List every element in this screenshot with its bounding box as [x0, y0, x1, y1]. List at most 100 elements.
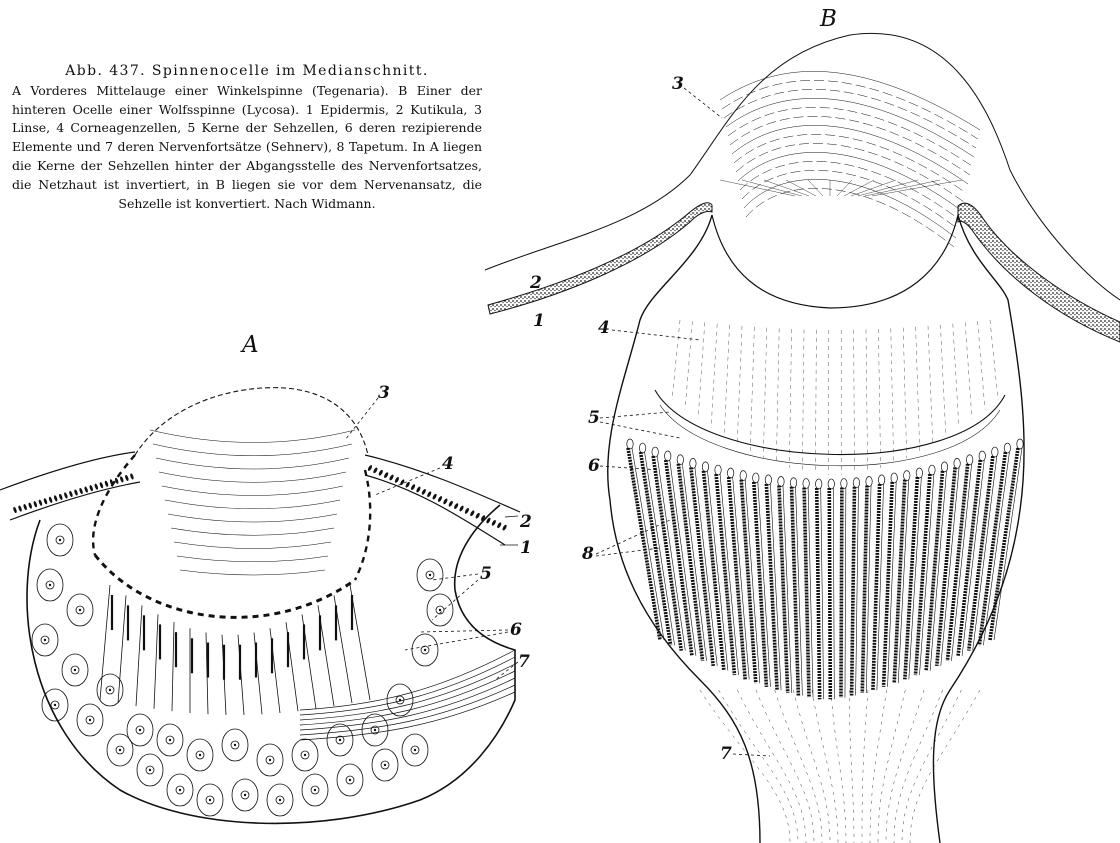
panel-b-corneagen-fibre — [916, 327, 920, 451]
panel-b-tapetum-line — [821, 488, 824, 699]
panel-b-sensory-nucleus — [828, 479, 834, 489]
panel-b-corneagen-fibre — [750, 327, 754, 451]
panel-b-lens-layer — [734, 134, 966, 193]
panel-b-receptor-rod — [678, 464, 702, 661]
panel-b-label-epidermis: 1 — [533, 313, 545, 330]
panel-b-lens-layer — [726, 98, 974, 157]
panel-b-sensory-nucleus — [929, 465, 935, 475]
panel-b-sensory-nucleus — [790, 478, 796, 488]
panel-b-corneagen-fibre — [698, 322, 705, 418]
panel-b-nerve-fibre — [775, 690, 822, 843]
panel-b-nerve-fibre — [910, 690, 980, 843]
panel-b-nerve-fibre — [862, 690, 868, 843]
panel-b-receptor-rod — [792, 487, 799, 696]
panel-b-corneagen-fibre — [672, 320, 680, 400]
panel-b-corneagen-fibre — [965, 322, 972, 418]
panel-b-receptor-rod — [862, 486, 867, 693]
panel-b-leader-7 — [733, 754, 770, 756]
panel-a-label-lens: 3 — [378, 385, 390, 402]
panel-b-sensory-nucleus — [627, 439, 633, 449]
panel-b-sensory-nucleus — [816, 479, 822, 489]
panel-b-label-nerve: 7 — [720, 746, 732, 763]
panel-a-label-cuticula: 2 — [520, 514, 532, 531]
panel-b-sensory-nucleus — [778, 477, 784, 487]
panel-b-sensory-nucleus — [1017, 439, 1023, 449]
panel-b-corneagen-fibre — [776, 328, 779, 463]
panel-b-nerve-fibre — [737, 690, 806, 843]
panel-b-label-tapetum: 8 — [582, 546, 594, 563]
panel-b-tapetum-line — [833, 488, 834, 699]
panel-b-sensory-nucleus — [916, 468, 922, 478]
panel-b-lens-fibre — [872, 180, 962, 196]
panel-b-tapetum-line — [845, 488, 846, 698]
panel-b-receptor-rod — [829, 488, 830, 699]
panel-b-receptor-rod — [905, 477, 918, 679]
panel-b-corneagen-fibre — [878, 329, 880, 468]
panel-b-sensory-nucleus — [992, 447, 998, 457]
panel-b-tapetum-line — [745, 480, 760, 684]
panel-b-sensory-nucleus — [639, 443, 645, 453]
panel-b-corneagen-fibre — [815, 330, 816, 474]
panel-b-lens-fibre — [764, 180, 809, 196]
panel-b-corneagen-fibre — [685, 321, 692, 409]
panel-b-receptor-rod — [873, 484, 880, 690]
panel-a-letter: A — [242, 332, 259, 358]
panel-b-leader-5a — [600, 412, 670, 418]
panel-b-leader-3 — [684, 88, 722, 118]
panel-b-receptor-rod — [817, 488, 820, 699]
panel-b-corneagen-fibre — [940, 325, 945, 436]
panel-b-nerve-fibre — [812, 690, 838, 843]
panel-b-letter: B — [820, 6, 837, 32]
panel-b-tapetum-line — [856, 487, 859, 696]
panel-b-sensory-nucleus — [841, 479, 847, 489]
panel-b-sensory-nucleus — [891, 473, 897, 483]
panel-b-leader-8b — [596, 548, 660, 556]
panel-b-nerve-fibre — [700, 690, 790, 843]
panel-b-sensory-nucleus — [1004, 443, 1010, 453]
panel-b-tapetum-line — [983, 452, 1009, 645]
panel-b-lens-layer — [742, 170, 958, 229]
panel-b-nerve-fibre — [831, 690, 846, 843]
panel-a-label-nuclei: 5 — [480, 566, 492, 583]
panel-b-lens-fibre — [844, 180, 874, 196]
panel-b-tapetum-line — [682, 464, 706, 661]
panel-b-corneagen-fibre — [953, 324, 959, 428]
panel-b-cuticle-right — [958, 203, 1120, 342]
panel-b-nerve-fibre — [756, 690, 814, 843]
panel-b-lens-layer — [720, 71, 980, 130]
panel-b-lens-layer — [740, 161, 960, 220]
panel-b-label-cuticula: 2 — [530, 275, 542, 292]
panel-a-label-corneagen: 4 — [442, 456, 454, 473]
panel-b-lens-layer — [746, 188, 954, 247]
panel-b-sensory-nucleus — [803, 479, 809, 489]
panel-b-lens-layer — [744, 179, 956, 238]
panel-b-lens-fibre — [786, 180, 816, 196]
panel-b-outer-surface — [485, 33, 1120, 300]
panel-b-sensory-nucleus — [665, 451, 671, 461]
panel-b-lens-fibre — [720, 180, 795, 196]
panel-b-nerve-fibre — [878, 690, 905, 843]
panel-b-sensory-nucleus — [727, 468, 733, 478]
panel-b-sensory-nucleus — [866, 477, 872, 487]
panel-b-lens-fibre — [742, 180, 802, 196]
panel-b-sensory-nucleus — [954, 458, 960, 468]
panel-b-receptor-rod — [884, 482, 893, 687]
panel-b-lens-layer — [730, 116, 970, 175]
panel-b-receptor-rod — [741, 480, 756, 684]
panel-b-nerve-fibre — [719, 690, 798, 843]
panel-b-corneagen-fibre — [928, 326, 933, 444]
panel-b-corneagen-fibre — [891, 328, 894, 463]
panel-b-nerve-fibre — [870, 690, 887, 843]
panel-b-lens-layer — [728, 107, 972, 166]
panel-b-corneagen-fibre — [854, 330, 855, 474]
panel-b-sensory-nucleus — [652, 447, 658, 457]
panel-b-cuticle-left — [488, 203, 712, 314]
panel-b-label-lens: 3 — [672, 76, 684, 93]
panel-b-sensory-nucleus — [690, 458, 696, 468]
panel-b-corneagen-fibre — [802, 330, 804, 472]
panel-b-receptor-rod — [841, 488, 842, 698]
panel-b-corneagen-fibre — [789, 329, 791, 468]
panel-b-label-receptors: 6 — [588, 458, 600, 475]
panel-b-lens-inner — [712, 215, 958, 308]
panel-b-retina-boundary-inner — [660, 405, 1000, 466]
